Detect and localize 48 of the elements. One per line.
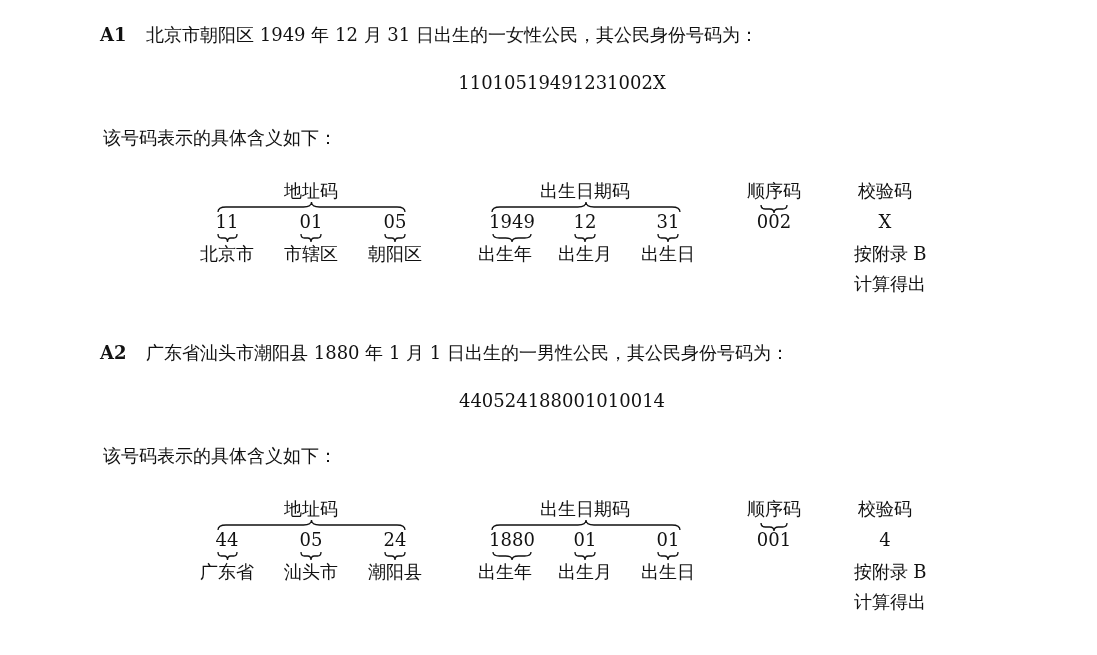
intro-sentence: 广东省汕头市潮阳县 1880 年 1 月 1 日出生的一男性公民，其公民身份号码为： <box>146 342 790 364</box>
id-number: 11010519491231002X <box>458 72 666 94</box>
code-meaning: 北京市 <box>200 243 254 265</box>
group-heading: 出生日期码 <box>540 180 630 202</box>
code-meaning: 出生年 <box>478 243 532 265</box>
group-heading: 校验码 <box>858 498 912 520</box>
code-meaning: 计算得出 <box>854 591 926 613</box>
code-digits: 4 <box>879 529 891 551</box>
code-digits: 12 <box>573 211 597 233</box>
section-number: A1 <box>100 24 127 46</box>
code-digits: 01 <box>656 529 680 551</box>
code-meaning: 出生日 <box>641 243 695 265</box>
code-meaning: 出生月 <box>558 561 612 583</box>
code-digits: 01 <box>299 211 323 233</box>
code-meaning: 潮阳县 <box>368 561 422 583</box>
intro-sentence: 北京市朝阳区 1949 年 12 月 31 日出生的一女性公民，其公民身份号码为： <box>146 24 758 46</box>
code-digits: 05 <box>383 211 407 233</box>
code-digits: 05 <box>299 529 323 551</box>
code-digits: 1880 <box>489 529 535 551</box>
code-meaning: 按附录 B <box>853 561 927 583</box>
group-heading: 顺序码 <box>747 498 801 520</box>
code-meaning: 出生年 <box>478 561 532 583</box>
code-digits: 1949 <box>489 211 535 233</box>
code-meaning: 出生月 <box>558 243 612 265</box>
group-heading: 地址码 <box>284 180 338 202</box>
code-meaning: 计算得出 <box>854 273 926 295</box>
code-meaning: 朝阳区 <box>368 243 422 265</box>
code-digits: 11 <box>215 211 239 233</box>
code-meaning: 出生日 <box>641 561 695 583</box>
id-number: 440524188001010014 <box>458 390 666 412</box>
group-heading: 校验码 <box>858 180 912 202</box>
code-digits: 002 <box>756 211 792 233</box>
code-digits: 24 <box>383 529 407 551</box>
code-digits: X <box>878 211 892 233</box>
code-meaning: 市辖区 <box>284 243 338 265</box>
code-meaning: 按附录 B <box>853 243 927 265</box>
explanation-sentence: 该号码表示的具体含义如下： <box>103 127 337 149</box>
code-digits: 44 <box>215 529 239 551</box>
group-heading: 出生日期码 <box>540 498 630 520</box>
explanation-sentence: 该号码表示的具体含义如下： <box>103 445 337 467</box>
code-digits: 01 <box>573 529 597 551</box>
code-meaning: 广东省 <box>200 561 254 583</box>
group-heading: 顺序码 <box>747 180 801 202</box>
code-digits: 31 <box>656 211 680 233</box>
code-meaning: 汕头市 <box>284 561 338 583</box>
section-number: A2 <box>100 342 127 364</box>
code-digits: 001 <box>756 529 792 551</box>
group-heading: 地址码 <box>284 498 338 520</box>
